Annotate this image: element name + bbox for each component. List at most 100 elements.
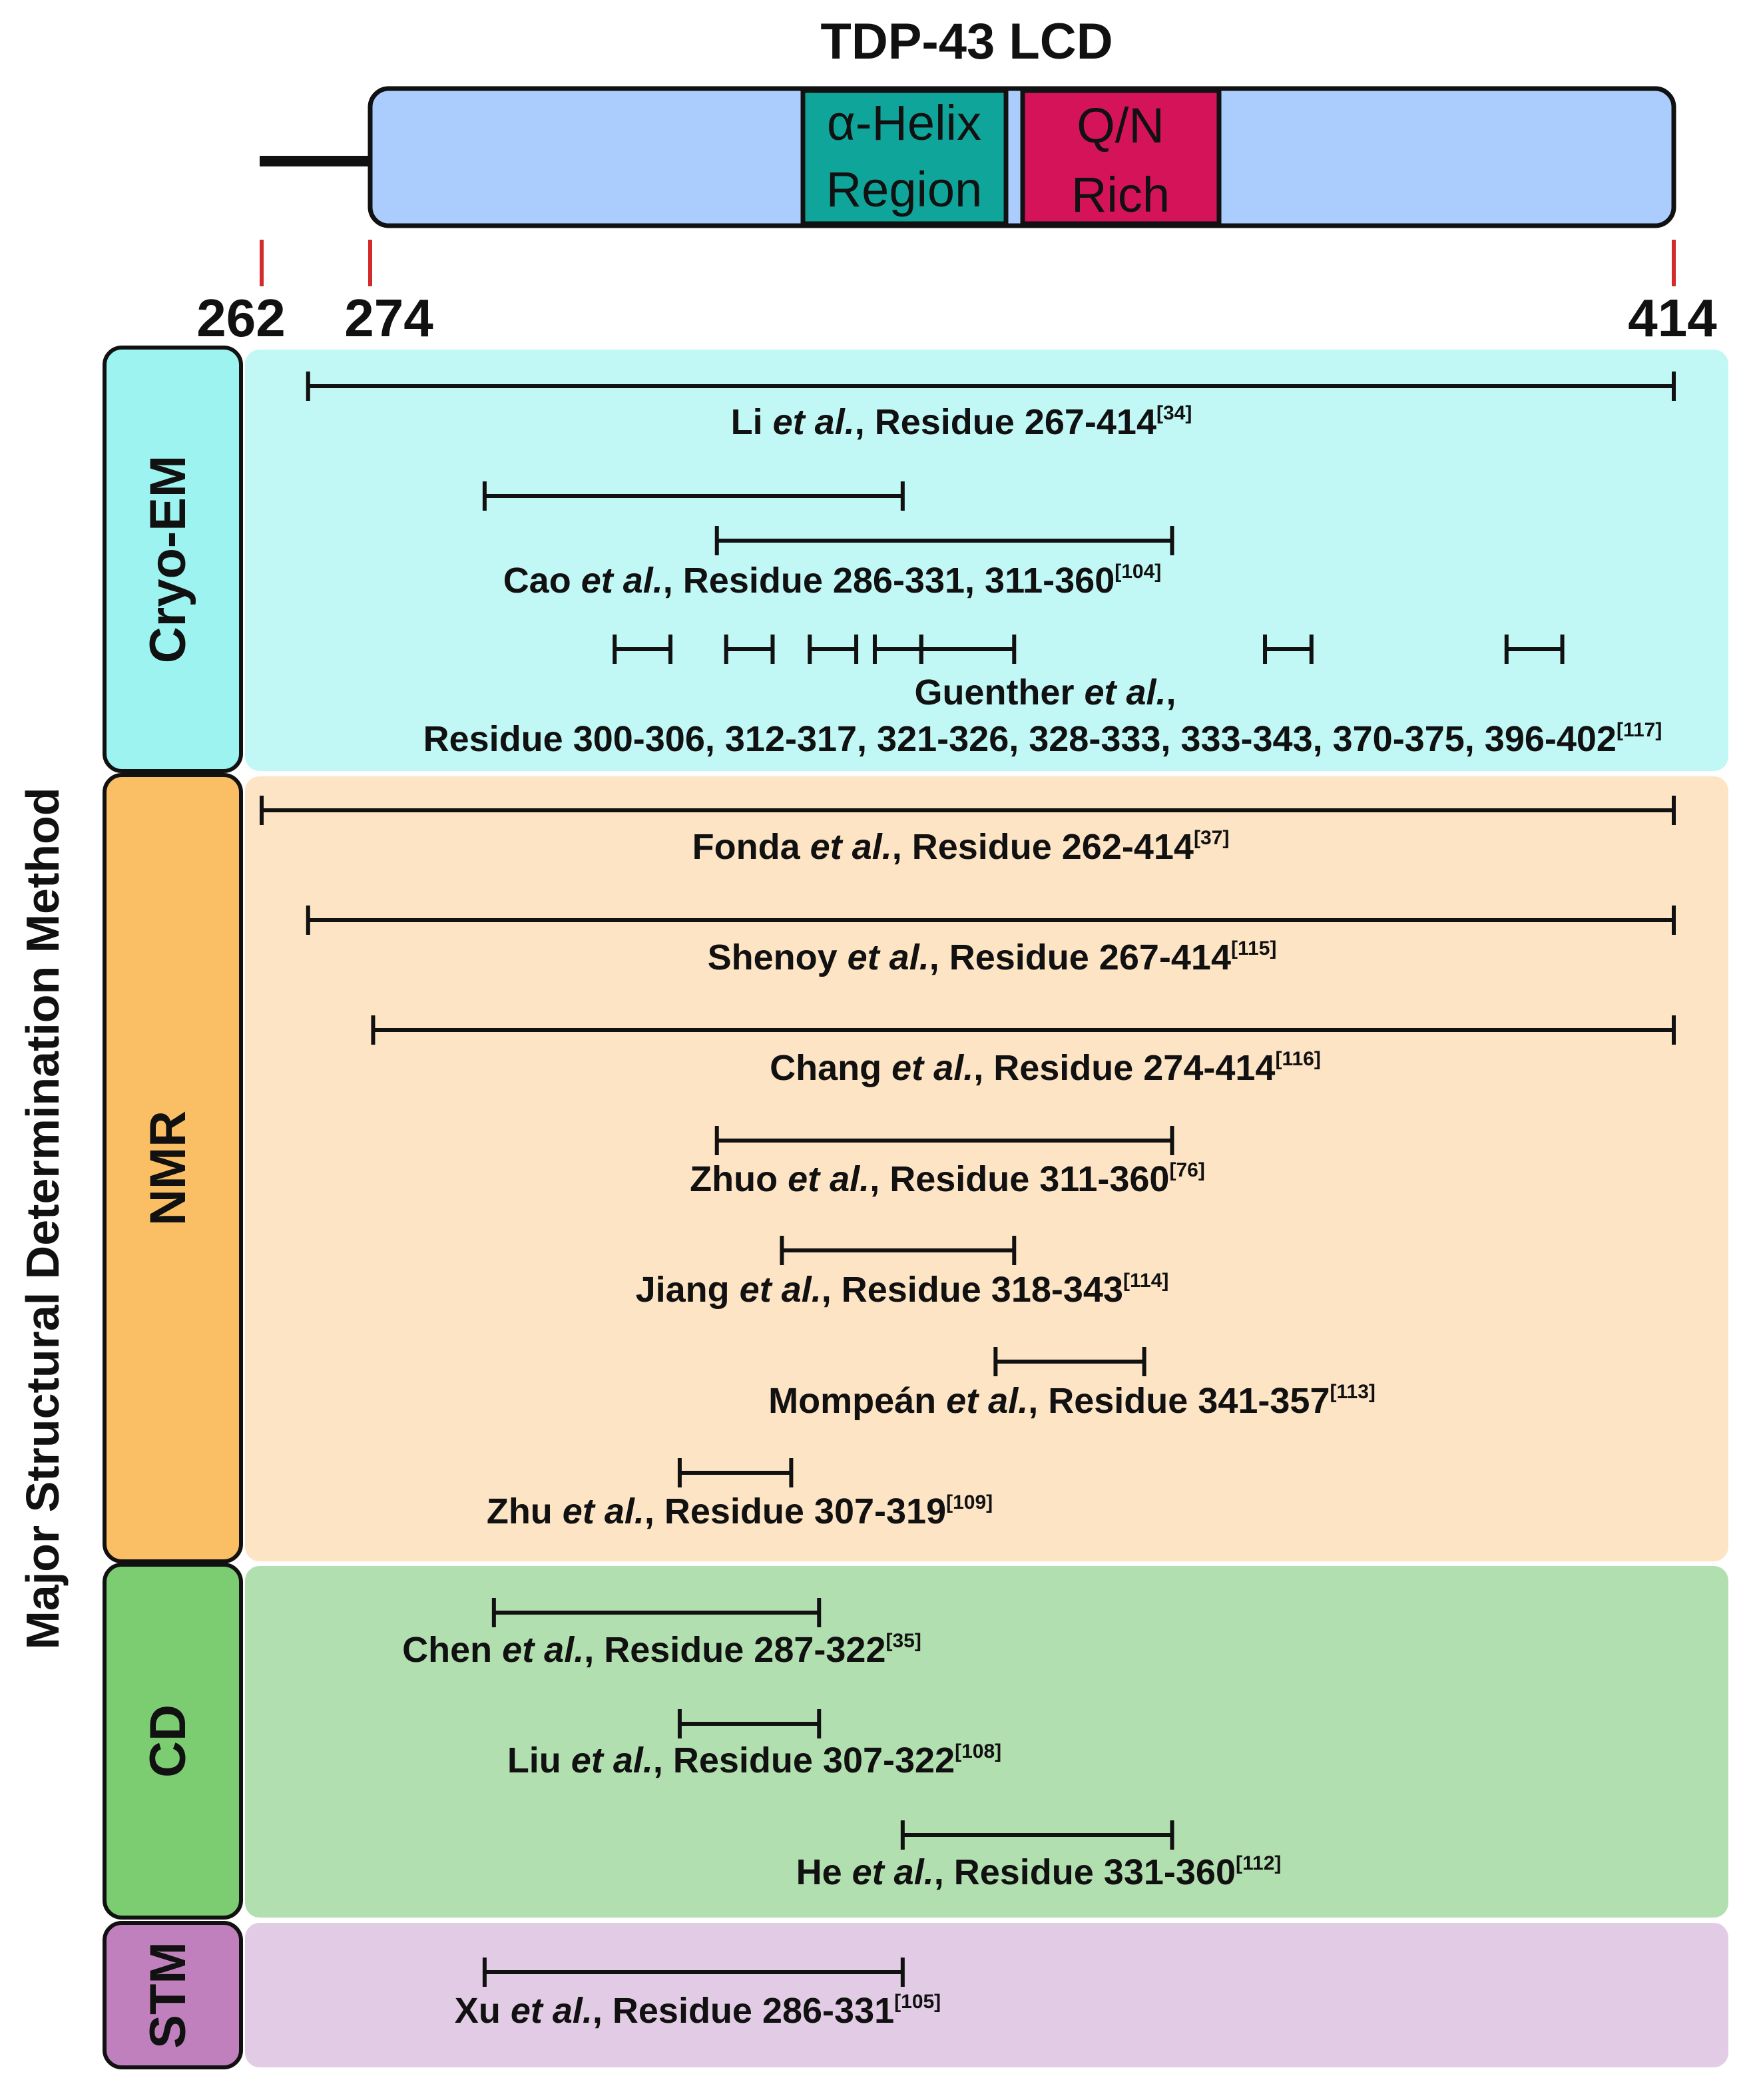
- method-tab-stm: [103, 1921, 243, 2069]
- citation-et-al: et al.: [852, 1852, 934, 1892]
- citation-author: Chen: [402, 1630, 502, 1670]
- citation-et-al: et al.: [788, 1159, 870, 1199]
- citation-label: Jiang et al., Residue 318-343[114]: [636, 1270, 1169, 1310]
- citation-et-al: et al.: [848, 937, 929, 977]
- range-bar: [677, 1709, 822, 1738]
- citation-label: Mompeán et al., Residue 341-357[113]: [768, 1381, 1376, 1421]
- range-bar: [371, 1015, 1676, 1045]
- citation-label: Chen et al., Residue 287-322[35]: [402, 1630, 921, 1670]
- citation-et-al: et al.: [773, 402, 855, 442]
- citation-ref: [114]: [1123, 1270, 1168, 1292]
- citation-ref: [105]: [894, 1991, 941, 2013]
- citation-author: Jiang: [636, 1270, 740, 1310]
- marker-label-262: 262: [196, 288, 285, 348]
- range-bar: [482, 1958, 905, 1987]
- method-label-cryo-em: Cryo-EM: [140, 455, 196, 663]
- citation-label: Cao et al., Residue 286-331, 311-360[104…: [503, 561, 1162, 601]
- citation-ref: [113]: [1330, 1381, 1375, 1403]
- citation-label: Liu et al., Residue 307-322[108]: [507, 1740, 1001, 1780]
- citation-label: Xu et al., Residue 286-331[105]: [455, 1991, 941, 2031]
- range-bar: [714, 1126, 1174, 1155]
- citation-label-line2: Residue 300-306, 312-317, 321-326, 328-3…: [423, 719, 1662, 759]
- citation-et-al: et al.: [1084, 672, 1166, 712]
- method-label-nmr: NMR: [140, 1111, 196, 1226]
- citation-residues: , Residue 267-414: [929, 937, 1231, 977]
- citation-label: Zhu et al., Residue 307-319[109]: [487, 1491, 993, 1531]
- citation-ref: [117]: [1617, 719, 1662, 741]
- citation-et-al: et al.: [810, 827, 892, 867]
- range-bar: [613, 635, 672, 664]
- panel-bg-stm: [245, 1923, 1728, 2067]
- marker-label-274: 274: [344, 288, 433, 348]
- citation-ref: [76]: [1169, 1159, 1204, 1181]
- panel-bg-cd: [245, 1566, 1728, 1918]
- citation-author: Liu: [507, 1740, 571, 1780]
- method-tab-cryo-em: [103, 346, 243, 773]
- citation-ref: [112]: [1236, 1852, 1281, 1874]
- citation-ref: [109]: [946, 1491, 993, 1513]
- range-bar: [306, 906, 1676, 935]
- citation-et-al: et al.: [891, 1048, 973, 1088]
- citation-ref: [35]: [885, 1630, 921, 1652]
- citation-author: Zhuo: [690, 1159, 788, 1199]
- citation-label: Zhuo et al., Residue 311-360[76]: [690, 1159, 1205, 1199]
- citation-ref: [116]: [1275, 1048, 1320, 1070]
- citation-et-al: et al.: [502, 1630, 584, 1670]
- range-bar: [491, 1598, 822, 1627]
- range-bar: [260, 796, 1676, 825]
- citation-author: Xu: [455, 1991, 511, 2031]
- qn-label-line2: Rich: [1071, 167, 1170, 222]
- citation-label: Shenoy et al., Residue 267-414[115]: [708, 937, 1277, 977]
- helix-region-box: [800, 88, 1009, 226]
- citation-label: He et al., Residue 331-360[112]: [796, 1852, 1282, 1892]
- citation-et-al: et al.: [581, 561, 663, 601]
- qn-label-line1: Q/N: [1077, 98, 1164, 153]
- citation-author: Shenoy: [708, 937, 848, 977]
- citation-residues: , Residue 287-322: [584, 1630, 885, 1670]
- citation-residues: , Residue 262-414: [892, 827, 1194, 867]
- citation-residues: ,: [1166, 672, 1176, 712]
- range-bar: [306, 372, 1676, 401]
- citation-label: Li et al., Residue 267-414[34]: [731, 402, 1192, 442]
- range-bar: [1504, 635, 1565, 664]
- citation-label: Fonda et al., Residue 262-414[37]: [692, 827, 1230, 867]
- range-bar: [780, 1236, 1017, 1265]
- citation-ref: [104]: [1115, 561, 1161, 583]
- range-bar: [714, 526, 1174, 555]
- citation-author: Li: [731, 402, 773, 442]
- citation-author: He: [796, 1852, 852, 1892]
- range-bar: [993, 1347, 1146, 1376]
- citation-residues: , Residue 311-360: [870, 1159, 1169, 1199]
- method-tab-cd: [103, 1563, 243, 1920]
- citation-residues: , Residue 307-322: [653, 1740, 955, 1780]
- citation-label: Guenther et al.,: [914, 672, 1176, 712]
- citation-ref: [115]: [1231, 937, 1276, 959]
- citation-residues: , Residue 286-331: [593, 1991, 894, 2031]
- citation-author: Guenther: [914, 672, 1084, 712]
- citation-author: Cao: [503, 561, 581, 601]
- range-bar: [677, 1458, 794, 1487]
- citation-et-al: et al.: [740, 1270, 822, 1310]
- citation-residues: , Residue 331-360: [934, 1852, 1236, 1892]
- marker-label-414: 414: [1628, 288, 1717, 348]
- citation-et-al: et al.: [946, 1381, 1028, 1421]
- citation-ref: [37]: [1194, 827, 1229, 849]
- range-bar: [482, 481, 905, 511]
- citation-ref: [34]: [1156, 402, 1192, 424]
- range-bar: [900, 1820, 1174, 1850]
- citation-label: Chang et al., Residue 274-414[116]: [770, 1048, 1321, 1088]
- citation-residues: , Residue 307-319: [644, 1491, 946, 1531]
- citation-et-al: et al.: [511, 1991, 593, 2031]
- range-bar: [1263, 635, 1314, 664]
- method-label-stm: STM: [140, 1942, 196, 2048]
- range-bar: [919, 635, 1017, 664]
- qn-rich-box: [1020, 88, 1222, 226]
- figure-title: TDP-43 LCD: [820, 13, 1113, 70]
- helix-label-line1: α-Helix: [827, 95, 981, 150]
- range-bar: [808, 635, 859, 664]
- citation-ref: [108]: [955, 1740, 1001, 1762]
- citation-author: Chang: [770, 1048, 891, 1088]
- citation-author: Zhu: [487, 1491, 563, 1531]
- y-axis-label: Major Structural Determination Method: [17, 787, 69, 1649]
